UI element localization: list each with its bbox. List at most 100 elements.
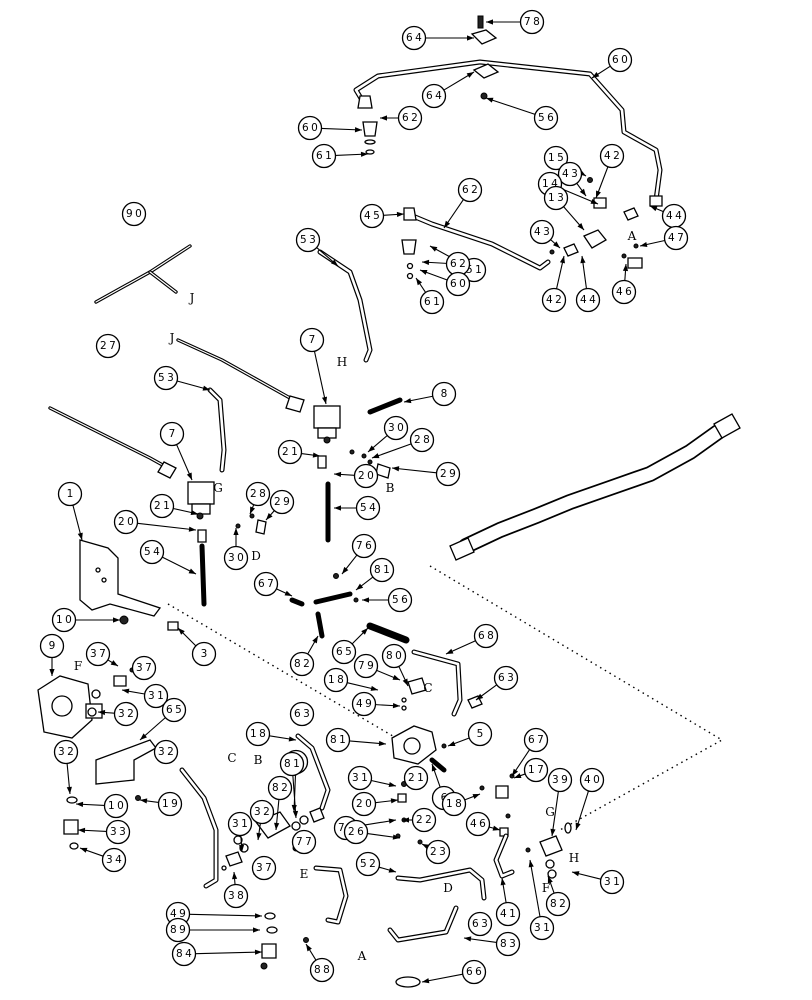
callout-circle-41 bbox=[495, 901, 521, 927]
callout-circle-31 bbox=[599, 869, 625, 895]
arrowhead-31 bbox=[238, 844, 245, 852]
callout-number-80: 80 bbox=[386, 650, 404, 662]
arrowhead-60 bbox=[592, 72, 600, 78]
callout-circle-15 bbox=[543, 145, 569, 171]
callout-number-10: 10 bbox=[108, 800, 126, 812]
callout-circle-9 bbox=[39, 633, 65, 659]
callout-number-62: 62 bbox=[462, 184, 480, 196]
arrowhead-49 bbox=[392, 703, 400, 709]
callout-number-27: 27 bbox=[100, 340, 118, 352]
callout-circle-28 bbox=[409, 427, 435, 453]
callout-number-62: 62 bbox=[402, 112, 420, 124]
bracket-67 bbox=[313, 591, 353, 605]
connection-letter-B: B bbox=[386, 481, 395, 495]
arrowhead-54 bbox=[334, 505, 341, 511]
callout-number-44: 44 bbox=[580, 294, 598, 306]
callout-circle-32 bbox=[113, 701, 139, 727]
clip-64-upper bbox=[470, 15, 498, 45]
callout-circle-54 bbox=[355, 495, 381, 521]
arrowhead-44 bbox=[580, 256, 586, 264]
leader-lines bbox=[49, 19, 665, 984]
arrowhead-10 bbox=[113, 617, 120, 623]
arrowhead-28 bbox=[250, 506, 256, 514]
arrowhead-5 bbox=[448, 741, 456, 746]
leader-line-7 bbox=[313, 351, 327, 405]
arrowhead-42 bbox=[559, 256, 565, 264]
callout-number-64: 64 bbox=[426, 90, 444, 102]
arrowhead-28 bbox=[372, 453, 380, 459]
arrowhead-64 bbox=[467, 35, 474, 41]
arrowhead-53 bbox=[202, 385, 210, 391]
callout-number-79: 79 bbox=[358, 660, 376, 672]
callout-circle-60 bbox=[607, 47, 633, 73]
callout-number-76: 76 bbox=[356, 540, 374, 552]
callout-number-28: 28 bbox=[250, 488, 268, 500]
arrowhead-88 bbox=[306, 944, 312, 952]
callout-number-7: 7 bbox=[309, 334, 318, 346]
clip-64-lower bbox=[472, 63, 500, 79]
callout-circle-63 bbox=[467, 911, 493, 937]
callout-number-47: 47 bbox=[668, 232, 686, 244]
callout-circle-34 bbox=[101, 847, 127, 873]
callout-number-45: 45 bbox=[364, 210, 382, 222]
tube-89 bbox=[313, 865, 349, 925]
arrowhead-65 bbox=[361, 628, 368, 635]
arrowhead-37 bbox=[110, 660, 118, 666]
callout-circle-64 bbox=[421, 83, 447, 109]
arrowhead-31 bbox=[122, 688, 130, 694]
callout-number-43: 43 bbox=[562, 168, 580, 180]
arrowhead-7 bbox=[186, 472, 192, 480]
callout-circle-7 bbox=[299, 327, 325, 353]
arrowhead-53 bbox=[331, 259, 338, 266]
arrowhead-68 bbox=[446, 648, 454, 654]
callout-number-88: 88 bbox=[314, 964, 332, 976]
ball-76 bbox=[333, 573, 339, 579]
callout-number-29: 29 bbox=[440, 468, 458, 480]
callout-number-65: 65 bbox=[166, 704, 184, 716]
callout-number-62: 62 bbox=[450, 258, 468, 270]
callout-number-37: 37 bbox=[256, 862, 274, 874]
fittings-13-14 bbox=[549, 177, 643, 269]
arrowhead-81 bbox=[292, 810, 299, 818]
callout-circle-79 bbox=[353, 653, 379, 679]
arrowhead-52 bbox=[388, 867, 396, 873]
wire-harness-90 bbox=[94, 244, 192, 304]
callout-number-21: 21 bbox=[154, 500, 172, 512]
fittings-83-84 bbox=[260, 912, 309, 970]
callout-circle-31 bbox=[529, 915, 555, 941]
callout-circle-30 bbox=[383, 415, 409, 441]
callout-number-31: 31 bbox=[352, 772, 370, 784]
callout-circle-31 bbox=[347, 765, 373, 791]
callout-number-52: 52 bbox=[360, 858, 378, 870]
arrowhead-62 bbox=[422, 259, 430, 265]
arrowhead-39 bbox=[550, 828, 556, 836]
callout-circle-62 bbox=[397, 105, 423, 131]
callout-number-5: 5 bbox=[477, 728, 486, 740]
callout-number-63: 63 bbox=[294, 708, 312, 720]
callout-circle-65 bbox=[161, 697, 187, 723]
arrowhead-46 bbox=[622, 264, 629, 272]
callout-number-31: 31 bbox=[604, 876, 622, 888]
callout-circle-32 bbox=[153, 739, 179, 765]
arrowhead-82 bbox=[274, 822, 280, 830]
callout-number-60: 60 bbox=[302, 122, 320, 134]
callout-number-89: 89 bbox=[170, 924, 188, 936]
callout-circle-40 bbox=[579, 767, 605, 793]
callout-circle-10 bbox=[103, 793, 129, 819]
connection-letter-G: G bbox=[545, 805, 555, 819]
callout-number-37: 37 bbox=[90, 648, 108, 660]
callout-number-54: 54 bbox=[360, 502, 378, 514]
arrowhead-31 bbox=[572, 871, 580, 877]
callout-circle-90 bbox=[121, 201, 147, 227]
rods-54 bbox=[199, 481, 331, 607]
valve-60-lower bbox=[401, 239, 417, 280]
callout-number-54: 54 bbox=[144, 546, 162, 558]
bolt-81 bbox=[289, 597, 305, 607]
arrowhead-6 bbox=[431, 764, 437, 772]
callout-circle-88 bbox=[309, 957, 335, 983]
callout-circle-37 bbox=[131, 655, 157, 681]
callout-circle-20 bbox=[351, 791, 377, 817]
solenoid-valve-7-left bbox=[187, 481, 215, 520]
callout-number-44: 44 bbox=[666, 210, 684, 222]
callout-number-30: 30 bbox=[228, 552, 246, 564]
